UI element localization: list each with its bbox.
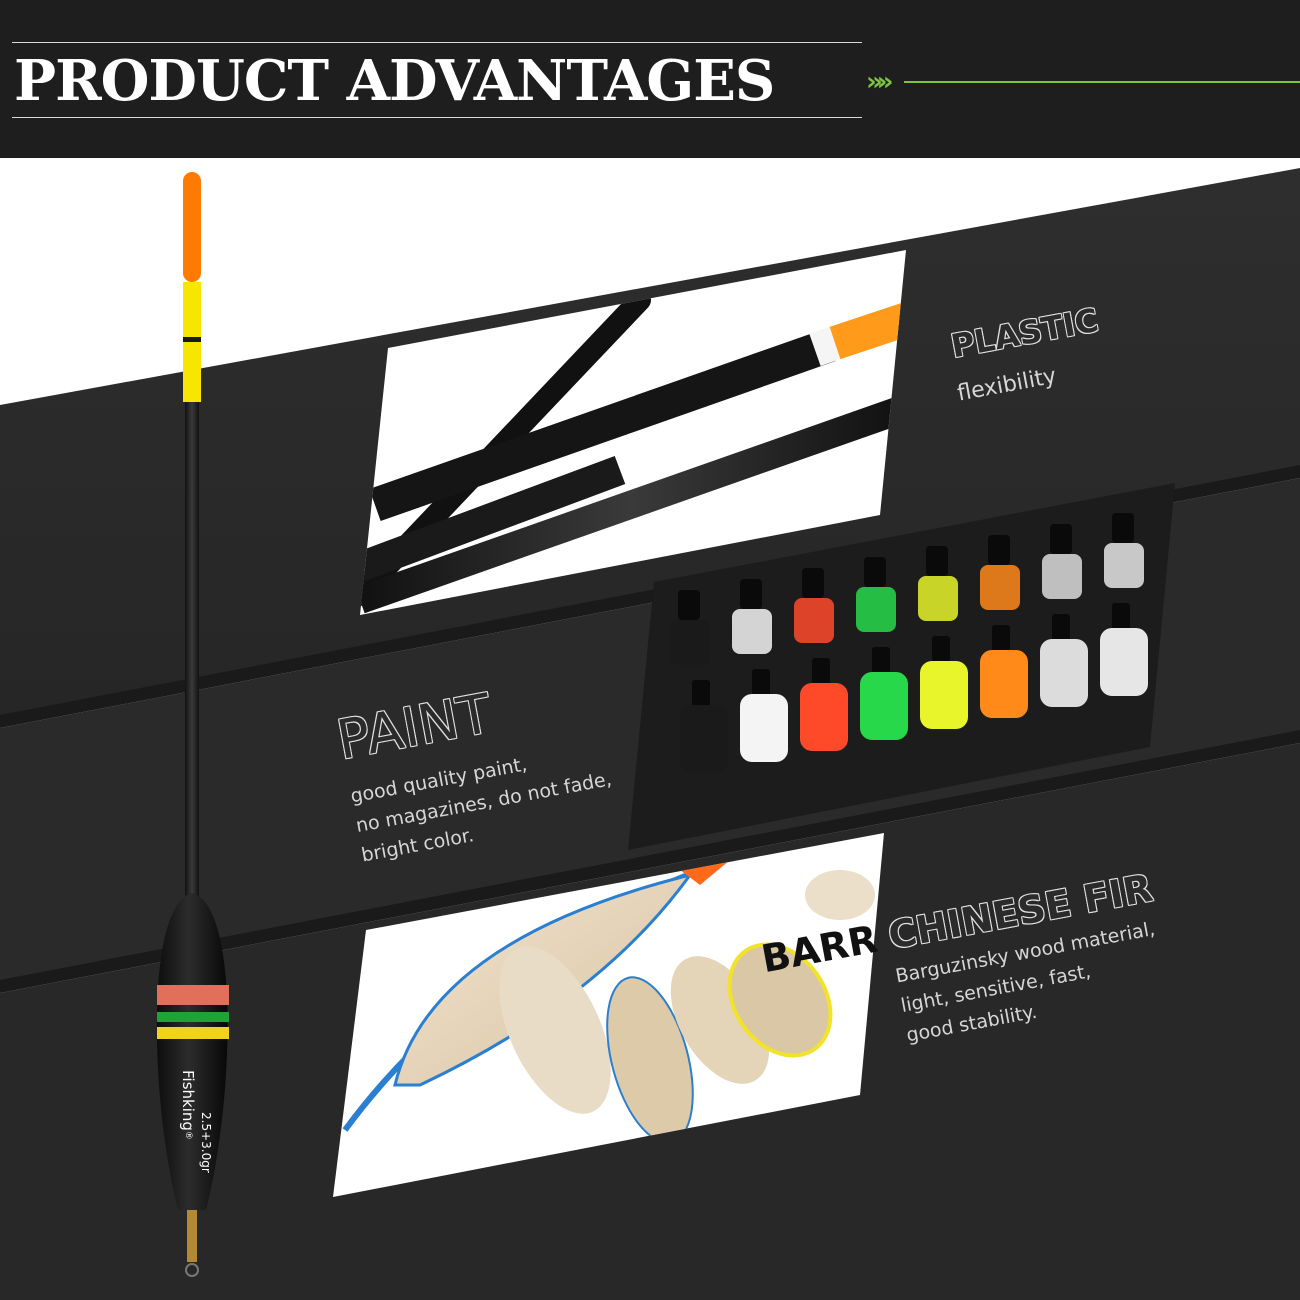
paint-bottle xyxy=(980,565,1020,610)
bottle-cap xyxy=(926,546,948,576)
float-brand: Fishking® xyxy=(179,1070,197,1140)
band-divider-2 xyxy=(0,730,1300,993)
accent-line xyxy=(904,81,1300,83)
float-weight: 2.5+3.0gr xyxy=(199,1112,213,1173)
bottle-cap xyxy=(932,636,950,666)
brand-name: Fishking xyxy=(179,1070,197,1131)
paint-bottle xyxy=(980,650,1028,718)
paint-bottle xyxy=(680,705,728,773)
paint-bottle xyxy=(670,620,710,665)
bottle-cap xyxy=(802,568,824,598)
fishing-float xyxy=(156,172,229,1277)
bottle-cap xyxy=(1050,524,1072,554)
paint-bottle xyxy=(1042,554,1082,599)
bottle-cap xyxy=(678,590,700,620)
title-rule-top xyxy=(12,42,862,43)
paint-bottle xyxy=(920,661,968,729)
paint-bottle xyxy=(1100,628,1148,696)
paint-bottle xyxy=(918,576,958,621)
plastic-stems-image xyxy=(360,250,906,615)
registered-mark: ® xyxy=(183,1130,193,1140)
bottle-cap xyxy=(692,680,710,710)
paint-bottle xyxy=(794,598,834,643)
paint-bottle xyxy=(1104,543,1144,588)
paint-bottle xyxy=(856,587,896,632)
bottle-cap xyxy=(1112,513,1134,543)
bottle-cap xyxy=(988,535,1010,565)
header-bar: PRODUCT ADVANTAGES »» xyxy=(0,0,1300,158)
bottle-cap xyxy=(872,647,890,677)
chevron-right-icon: »» xyxy=(866,67,894,97)
paint-bottle xyxy=(860,672,908,740)
bottle-cap xyxy=(1052,614,1070,644)
page-title: PRODUCT ADVANTAGES xyxy=(14,48,775,114)
paint-bottle xyxy=(732,609,772,654)
paint-bottles-image xyxy=(628,483,1175,850)
paint-bottle xyxy=(740,694,788,762)
bottle-cap xyxy=(992,625,1010,655)
bottle-cap xyxy=(864,557,886,587)
bottle-cap xyxy=(740,579,762,609)
wood-shavings-image xyxy=(333,833,884,1197)
title-rule-bottom xyxy=(12,117,862,118)
paint-bottle xyxy=(800,683,848,751)
bottle-cap xyxy=(752,669,770,699)
paint-bottle xyxy=(1040,639,1088,707)
bottle-cap xyxy=(1112,603,1130,633)
bottle-cap xyxy=(812,658,830,688)
